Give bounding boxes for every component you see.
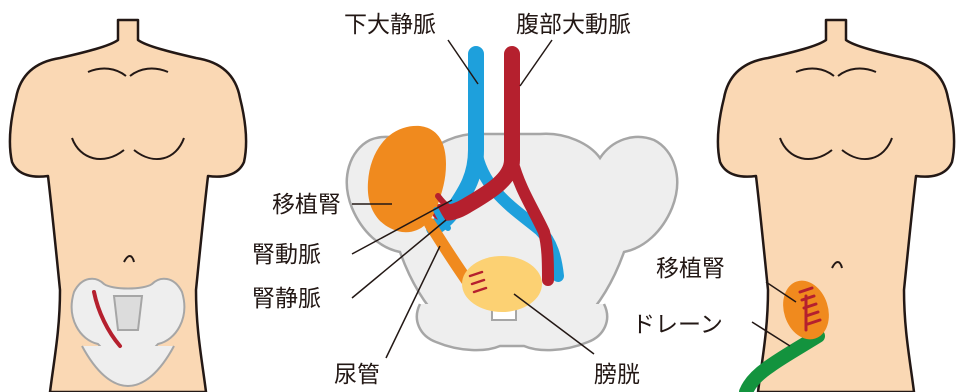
ivc-label: 下大静脈	[344, 12, 436, 38]
drain-label: ドレーン	[632, 312, 723, 338]
bladder-label: 膀胱	[594, 362, 640, 388]
transplanted-kidney-label: 移植腎	[272, 192, 341, 218]
right-transplanted-kidney-label: 移植腎	[656, 256, 725, 282]
renal-artery-label: 腎動脈	[252, 242, 321, 268]
renal-vein-label: 腎静脈	[252, 286, 321, 312]
left-sacrum	[114, 296, 142, 330]
ureter-label: 尿管	[334, 362, 380, 388]
aorta-label: 腹部大動脈	[516, 12, 631, 38]
center-pelvis-diagram: 下大静脈 腹部大動脈 移植腎 腎動脈 腎静脈 尿管 膀胱	[252, 12, 677, 388]
aorta-leader	[520, 40, 552, 86]
left-torso	[10, 20, 246, 392]
right-torso-body	[718, 20, 954, 392]
right-torso: 移植腎 ドレーン	[632, 20, 954, 392]
